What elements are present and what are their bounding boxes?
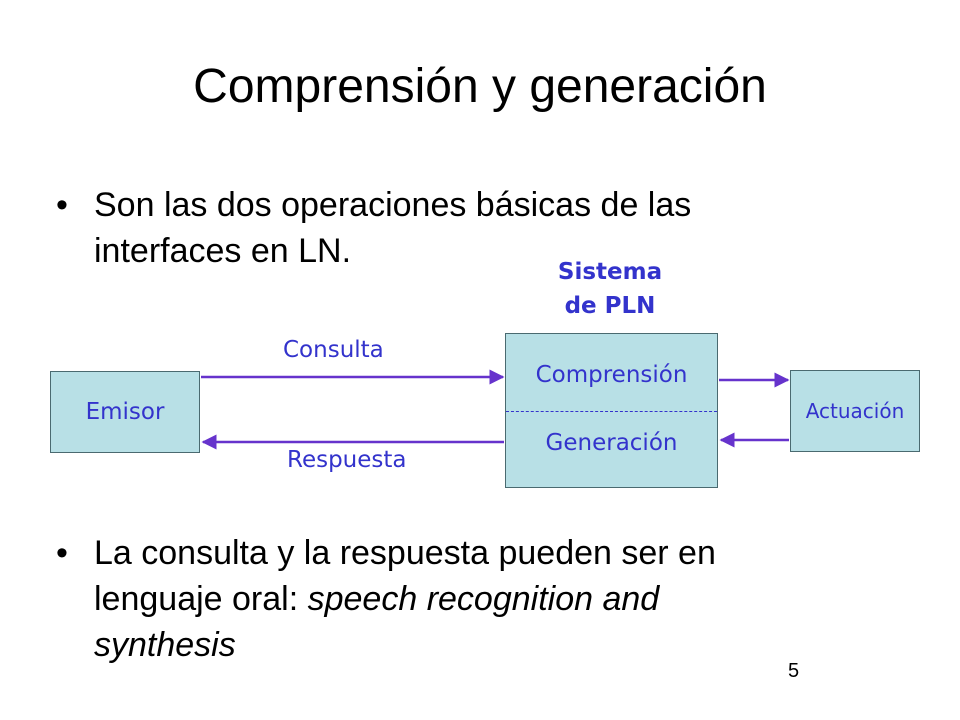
emisor-box: Emisor	[50, 371, 200, 453]
emisor-label: Emisor	[85, 399, 165, 425]
comprension-label: Comprensión	[535, 362, 688, 388]
bullet-2-line-2: lenguaje oral: speech recognition and	[94, 576, 659, 622]
consulta-label: Consulta	[283, 337, 384, 363]
system-label-line-1: Sistema	[557, 259, 663, 285]
system-label-line-2: de PLN	[564, 293, 656, 319]
bullet-2-line-3: synthesis	[94, 626, 236, 664]
slide-title: Comprensión y generación	[193, 60, 767, 113]
respuesta-label: Respuesta	[287, 447, 407, 473]
box-divider	[506, 411, 717, 412]
bullet-2-line-2-italic: speech recognition and	[307, 580, 660, 618]
actuacion-box: Actuación	[790, 370, 920, 452]
bullet-marker: •	[56, 186, 68, 224]
page-number: 5	[788, 660, 800, 682]
system-label: Sistema de PLN	[520, 255, 700, 323]
actuacion-label: Actuación	[805, 399, 905, 423]
bullet-2-line-2-normal: lenguaje oral:	[94, 580, 308, 618]
bullet-1-line-1: Son las dos operaciones básicas de las	[94, 186, 692, 224]
bullet-1-line-2: interfaces en LN.	[94, 232, 352, 270]
bullet-2-line-1: La consulta y la respuesta pueden ser en	[94, 534, 716, 572]
generacion-label: Generación	[545, 430, 678, 456]
sistema-pln-box: Comprensión Generación	[505, 333, 718, 488]
bullet-marker: •	[56, 534, 68, 572]
